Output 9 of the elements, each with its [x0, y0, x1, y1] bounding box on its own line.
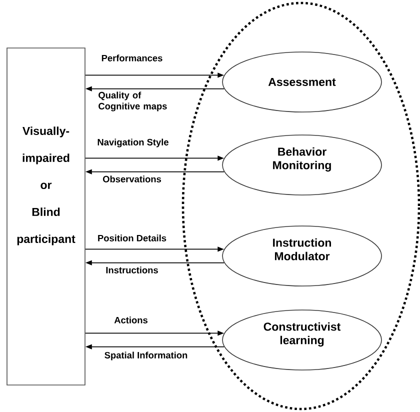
edge-label: Performances [102, 54, 162, 62]
edge-label: Quality of Cognitive maps [98, 92, 167, 112]
edge-label: Observations [102, 176, 162, 182]
edge-label: Instructions [106, 266, 158, 274]
edge-label: Navigation Style [98, 138, 168, 148]
edge-label: Position Details [98, 234, 166, 242]
edge-label: Actions [114, 316, 148, 324]
entity-box: Visually- impaired or Blind participant [6, 48, 86, 386]
edge-label: Spatial Information [104, 352, 188, 360]
